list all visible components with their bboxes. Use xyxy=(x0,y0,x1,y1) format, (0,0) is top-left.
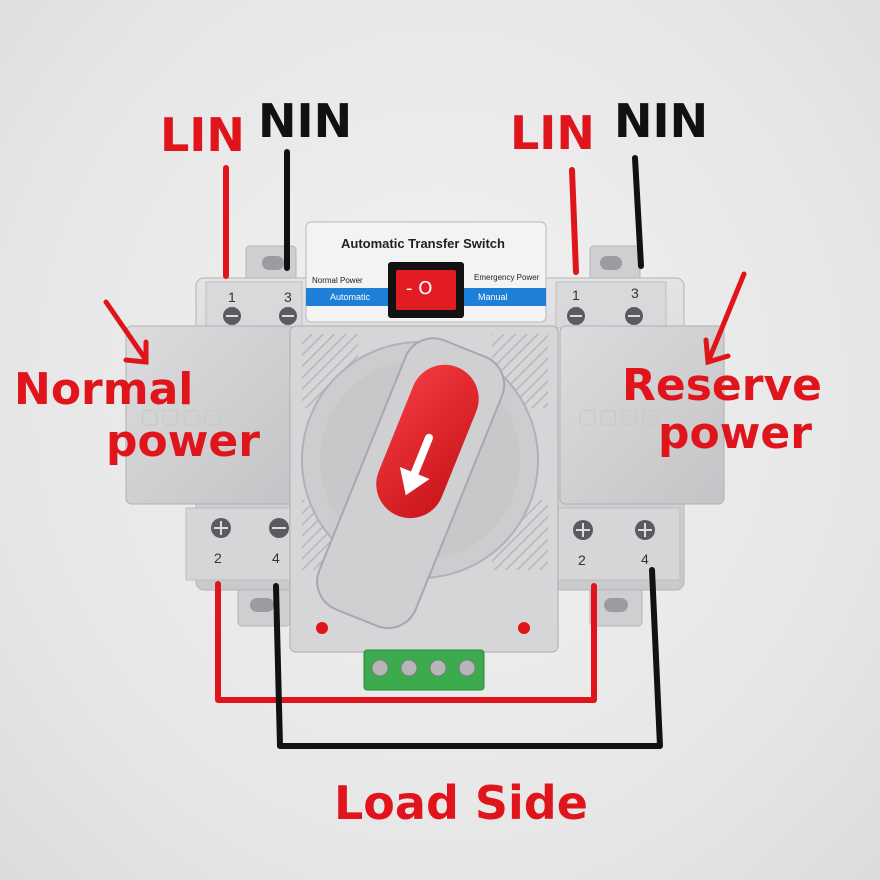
reserve-power-arrow xyxy=(703,271,747,366)
normal-power-label-line2: power xyxy=(106,416,260,467)
reserve-breaker-cover xyxy=(559,325,725,505)
rocker-switch[interactable] xyxy=(388,262,464,318)
terminal-number: 2 xyxy=(578,552,586,568)
left-indicator-led xyxy=(316,622,328,634)
left-cover-emboss: ▢▢▢▢ xyxy=(140,404,224,428)
terminal-number: 4 xyxy=(272,550,280,566)
right-indicator-led xyxy=(518,622,530,634)
top-terminals xyxy=(205,281,667,329)
normal-nin-label: NIN xyxy=(258,94,353,148)
normal-power-label-line1: Normal xyxy=(14,364,194,415)
rocker-symbol: - O xyxy=(406,278,433,299)
terminal-number: 2 xyxy=(214,550,222,566)
terminal-number: 4 xyxy=(641,551,649,567)
normal-lin-label: LIN xyxy=(160,108,245,162)
plate-manual: Manual xyxy=(478,292,508,302)
terminal-number: 1 xyxy=(228,289,236,305)
plate-automatic: Automatic xyxy=(330,292,371,302)
bottom-terminals xyxy=(185,507,681,581)
normal-power-arrow xyxy=(103,299,149,365)
load-side-label: Load Side xyxy=(334,776,588,830)
right-cover-emboss: ▢▢▢▢ xyxy=(578,404,662,428)
reserve-nin-label: NIN xyxy=(614,94,709,148)
reserve-lin-label: LIN xyxy=(510,106,595,160)
plate-title: Automatic Transfer Switch xyxy=(341,236,505,251)
rotary-handle[interactable] xyxy=(308,329,513,637)
terminal-number: 3 xyxy=(284,289,292,305)
plate-emergency-power: Emergency Power xyxy=(474,273,540,282)
annotation-wires xyxy=(215,149,663,749)
control-terminal-block xyxy=(363,649,485,691)
terminal-number: 1 xyxy=(572,287,580,303)
reserve-power-label-line1: Reserve xyxy=(622,360,822,411)
plate-normal-power: Normal Power xyxy=(312,276,363,285)
terminal-number: 3 xyxy=(631,285,639,301)
reserve-power-label-line2: power xyxy=(658,408,812,459)
